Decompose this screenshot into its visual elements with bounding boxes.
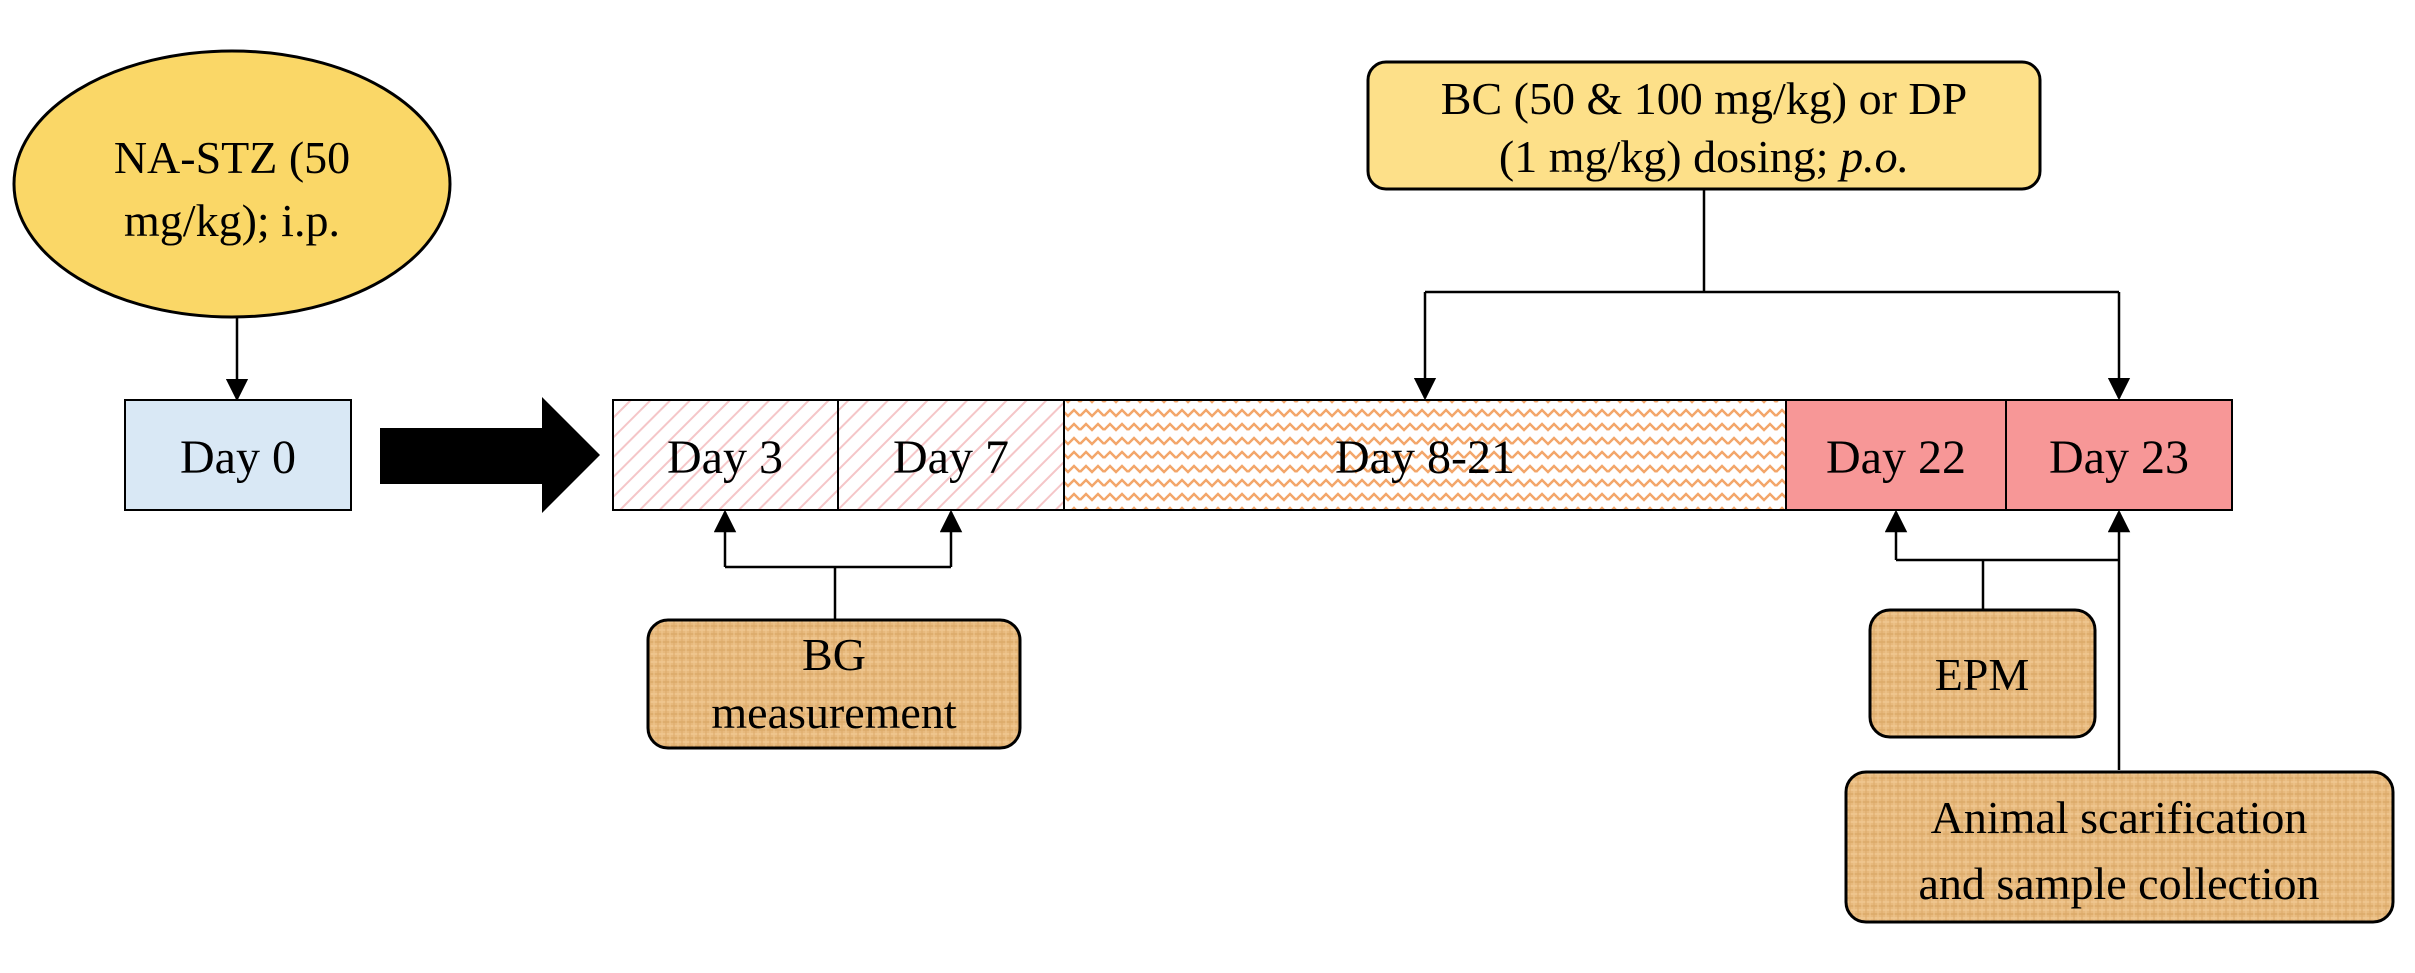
sacrifice-box [1844,770,2395,924]
day0-label: Day 0 [180,431,296,484]
day22-box: Day 22 [1785,399,2007,511]
sacrifice-line1: Animal scarification [1931,792,2308,843]
treatment-label-line1: BC (50 & 100 mg/kg) or DP [1441,73,1967,124]
epm-connector [1884,509,2131,770]
sacrifice-line2: and sample collection [1918,858,2319,909]
sacrifice-node: Animal scarification and sample collecti… [1844,770,2395,924]
induction-label-line1: NA-STZ (50 [114,132,350,183]
bg-measurement-node: BG measurement [646,618,1022,750]
day3-box: Day 3 [612,399,839,511]
epm-box [1868,608,2097,739]
epm-node: EPM [1868,608,2097,739]
treatment-box [1366,60,2042,191]
treatment-node: BC (50 & 100 mg/kg) or DP (1 mg/kg) dosi… [1366,60,2042,191]
induction-node: NA-STZ (50 mg/kg); i.p. [12,49,452,319]
induction-label-line2: mg/kg); i.p. [124,195,340,246]
day23-box: Day 23 [2005,399,2233,511]
bg-measurement-line2: measurement [711,687,956,738]
treatment-label-line2: (1 mg/kg) dosing; p.o. [1499,131,1909,182]
epm-label: EPM [1935,649,2030,700]
day3-label: Day 3 [667,431,783,484]
induction-oval [12,49,452,319]
day7-label: Day 7 [893,431,1009,484]
bg-measurement-box [646,618,1022,750]
day8-21-box: Day 8-21 [1063,399,1787,511]
day8-21-label: Day 8-21 [1335,431,1515,484]
day22-label: Day 22 [1826,431,1966,484]
bg-connector [713,509,963,620]
day7-box: Day 7 [837,399,1065,511]
day23-label: Day 23 [2049,431,2189,484]
timeline-block-arrow [380,397,600,513]
treatment-connector [1413,190,2131,401]
bg-measurement-line1: BG [802,629,866,680]
day0-box: Day 0 [124,399,352,511]
